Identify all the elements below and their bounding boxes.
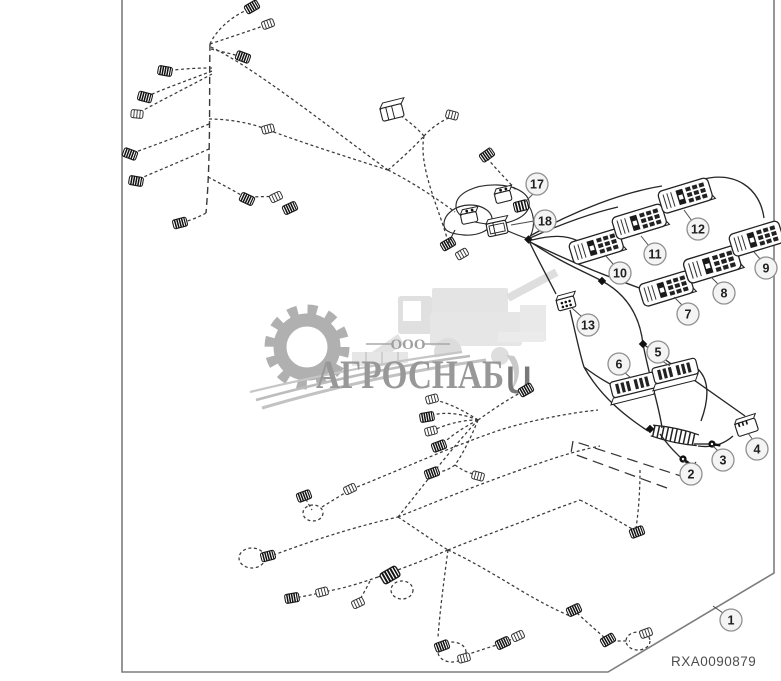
callout-17[interactable]: 17	[524, 172, 549, 203]
lower-harness	[238, 381, 654, 664]
callout-1[interactable]: 1	[712, 605, 743, 632]
upper-harness	[121, 0, 518, 261]
callout-4[interactable]: 4	[745, 432, 769, 461]
connector-18	[485, 214, 509, 238]
corrugated-wrap	[650, 424, 700, 447]
connector-17	[512, 199, 530, 213]
callout-10[interactable]: 10	[604, 254, 632, 285]
svg-text:10: 10	[613, 267, 627, 281]
svg-text:13: 13	[581, 319, 595, 333]
callout-7[interactable]: 7	[673, 296, 700, 326]
callout-11[interactable]: 11	[640, 235, 667, 266]
svg-text:4: 4	[754, 443, 761, 457]
callout-12[interactable]: 12	[683, 209, 710, 241]
relay-blocks	[567, 175, 781, 308]
callout-3[interactable]: 3	[711, 445, 735, 472]
swoosh-cut	[268, 353, 470, 412]
svg-text:8: 8	[721, 287, 728, 301]
watermark-org-prefix: ООО	[390, 337, 425, 353]
svg-text:18: 18	[538, 215, 552, 229]
watermark-logo: ООО АГРОСНАБ u	[249, 268, 559, 412]
callout-5[interactable]: 5	[646, 340, 671, 367]
gear-icon	[264, 304, 350, 390]
watermark-org-name: АГРОСНАБ	[316, 352, 504, 397]
swoosh-line	[255, 354, 471, 402]
svg-text:2: 2	[688, 468, 695, 482]
callout-18[interactable]: 18	[510, 209, 557, 233]
mid-connectors	[555, 290, 759, 467]
svg-text:17: 17	[530, 178, 544, 192]
swoosh-line	[261, 358, 487, 410]
watermark-stray-letter: u	[505, 348, 533, 404]
connector-box	[378, 96, 405, 122]
svg-text:7: 7	[685, 308, 692, 322]
connector-4	[733, 412, 759, 437]
callout-13[interactable]: 13	[571, 307, 600, 337]
callout-9[interactable]: 9	[753, 251, 778, 280]
connector-13	[555, 290, 577, 312]
junction-loops	[443, 184, 535, 244]
callout-8[interactable]: 8	[710, 276, 736, 305]
drawing-code-label: RXA0090879	[671, 654, 756, 669]
swoosh-line	[249, 350, 463, 394]
svg-text:5: 5	[655, 346, 662, 360]
diagram-frame	[121, 0, 775, 673]
svg-text:9: 9	[763, 262, 770, 276]
svg-text:11: 11	[648, 248, 661, 262]
callout-2[interactable]: 2	[679, 459, 703, 486]
callout-6[interactable]: 6	[607, 352, 632, 379]
svg-text:6: 6	[616, 358, 623, 372]
callouts: 1 2 3 4 5 6 7	[510, 172, 778, 632]
svg-text:3: 3	[720, 454, 727, 468]
svg-text:1: 1	[728, 614, 735, 628]
svg-text:12: 12	[691, 223, 705, 237]
watermark-leaf	[506, 355, 519, 392]
